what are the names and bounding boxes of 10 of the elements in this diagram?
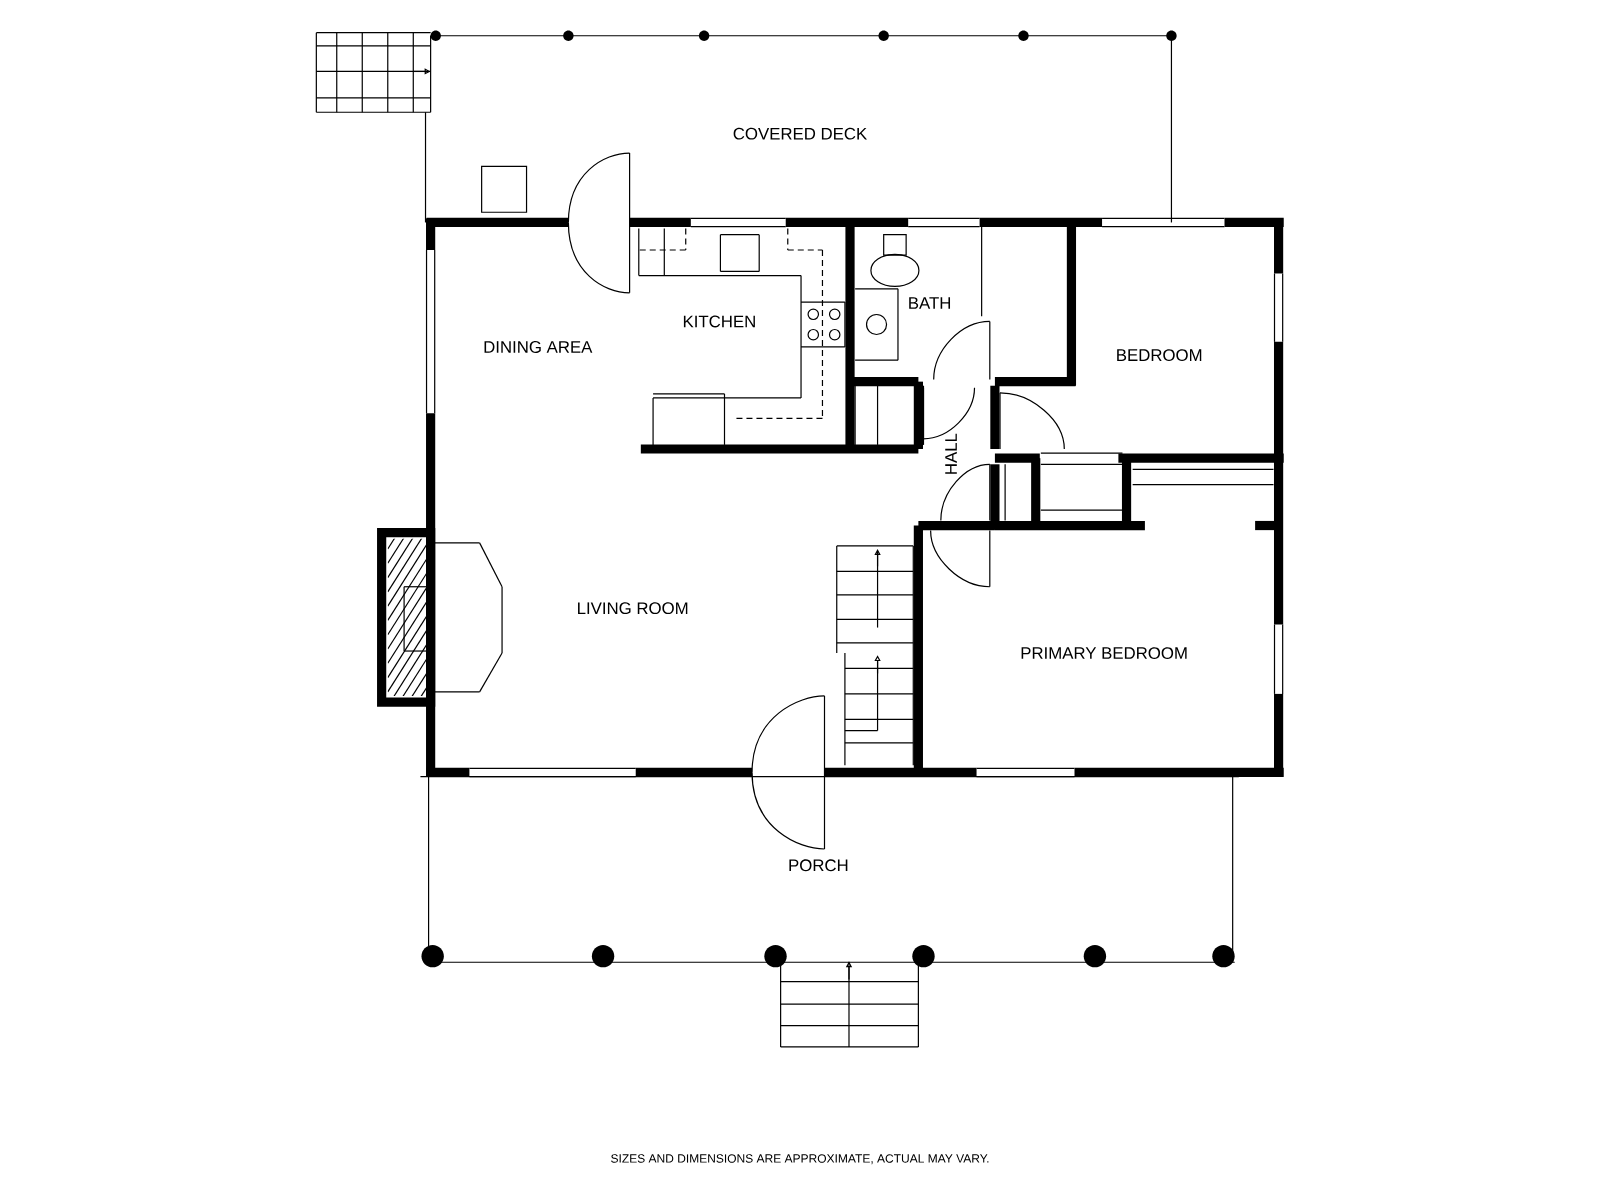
room-label: HALL [945,433,957,474]
room-label: PRIMARY BEDROOM [1021,647,1187,659]
room-label: KITCHEN [683,315,755,328]
room-label: BEDROOM [1117,349,1202,362]
room-label: BATH [909,297,950,309]
room-label: PORCH [789,859,848,872]
caption: SIZES AND DIMENSIONS ARE APPROXIMATE, ACTUAL MAY VARY. [611,1154,989,1165]
room-label: COVERED DECK [733,127,867,140]
room-label: DINING AREA [484,341,593,353]
room-label: LIVING ROOM [578,602,688,615]
